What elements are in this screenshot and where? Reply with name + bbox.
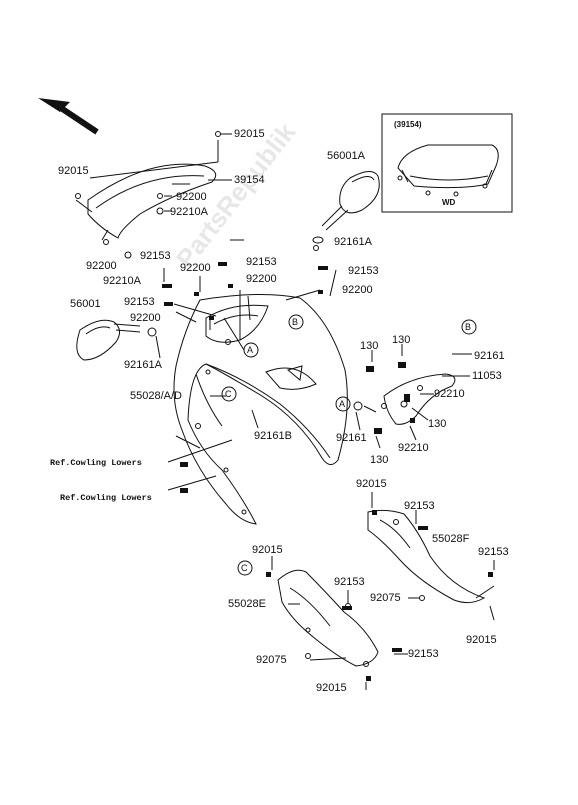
direction-arrow-icon bbox=[38, 98, 99, 135]
fasteners bbox=[162, 262, 493, 681]
part-label: 92210A bbox=[170, 206, 208, 218]
part-label: 92153 bbox=[334, 576, 365, 588]
upper-cowling-part bbox=[173, 293, 348, 525]
callout-c: C bbox=[241, 563, 248, 573]
part-label: 92075 bbox=[256, 654, 287, 666]
part-label: 92161B bbox=[254, 430, 292, 442]
part-label: 92200 bbox=[176, 191, 207, 203]
part-label: 92200 bbox=[246, 273, 277, 285]
part-label: 92200 bbox=[342, 284, 373, 296]
callout-a: A bbox=[339, 399, 346, 409]
part-label: 92161A bbox=[124, 359, 162, 371]
part-label: 92200 bbox=[130, 312, 161, 324]
callout-a: A bbox=[247, 345, 254, 355]
callout-c: C bbox=[225, 389, 232, 399]
part-label: 92210 bbox=[398, 442, 429, 454]
part-label: 11053 bbox=[472, 370, 502, 382]
part-label: 92153 bbox=[404, 500, 435, 512]
inner-cover-right-part bbox=[367, 509, 495, 604]
inset-code: (39154) bbox=[394, 120, 422, 129]
leader-lines bbox=[155, 133, 495, 690]
callout-circles bbox=[221, 314, 477, 576]
callout-b: B bbox=[465, 322, 472, 332]
part-label: 55028/A/D bbox=[130, 390, 182, 402]
callout-b: B bbox=[292, 317, 299, 327]
part-label: 56001A bbox=[327, 150, 365, 162]
inset-windshield-option bbox=[381, 113, 513, 213]
part-label: 39154 bbox=[234, 174, 265, 186]
ref-note: Ref.Cowling Lowers bbox=[50, 458, 142, 468]
part-label: 55028E bbox=[228, 598, 266, 610]
part-label: 92153 bbox=[478, 546, 509, 558]
part-label: 92015 bbox=[316, 682, 347, 694]
part-label: 130 bbox=[360, 340, 379, 352]
part-label: 130 bbox=[428, 418, 447, 430]
inset-note: WD bbox=[442, 198, 456, 207]
part-label: 92015 bbox=[356, 478, 387, 490]
part-label: 92161A bbox=[334, 236, 372, 248]
mirror-left-part bbox=[76, 319, 157, 361]
part-label: 92200 bbox=[86, 260, 117, 272]
part-label: 92015 bbox=[234, 128, 265, 140]
part-label: 92153 bbox=[140, 250, 171, 262]
part-label: 92210A bbox=[103, 275, 141, 287]
part-label: 92015 bbox=[466, 634, 497, 646]
windshield-part bbox=[75, 131, 221, 259]
part-label: 130 bbox=[392, 334, 411, 346]
part-label: 56001 bbox=[70, 298, 101, 310]
part-label: 92161 bbox=[336, 432, 367, 444]
part-label: 92153 bbox=[246, 256, 277, 268]
part-label: 92161 bbox=[474, 350, 505, 362]
part-label: 92075 bbox=[370, 592, 401, 604]
part-label: 92153 bbox=[408, 648, 439, 660]
part-label: 92200 bbox=[180, 262, 211, 274]
part-label: 55028F bbox=[432, 533, 470, 545]
part-label: 92015 bbox=[252, 544, 283, 556]
ref-note: Ref.Cowling Lowers bbox=[60, 493, 152, 503]
mirror-right-part bbox=[312, 171, 380, 251]
part-label: 92153 bbox=[124, 296, 155, 308]
mirror-stay-part bbox=[353, 373, 456, 425]
part-label: 92153 bbox=[348, 265, 379, 277]
part-label: 130 bbox=[370, 454, 389, 466]
part-label: 92210 bbox=[434, 388, 465, 400]
part-label: 92015 bbox=[58, 165, 89, 177]
